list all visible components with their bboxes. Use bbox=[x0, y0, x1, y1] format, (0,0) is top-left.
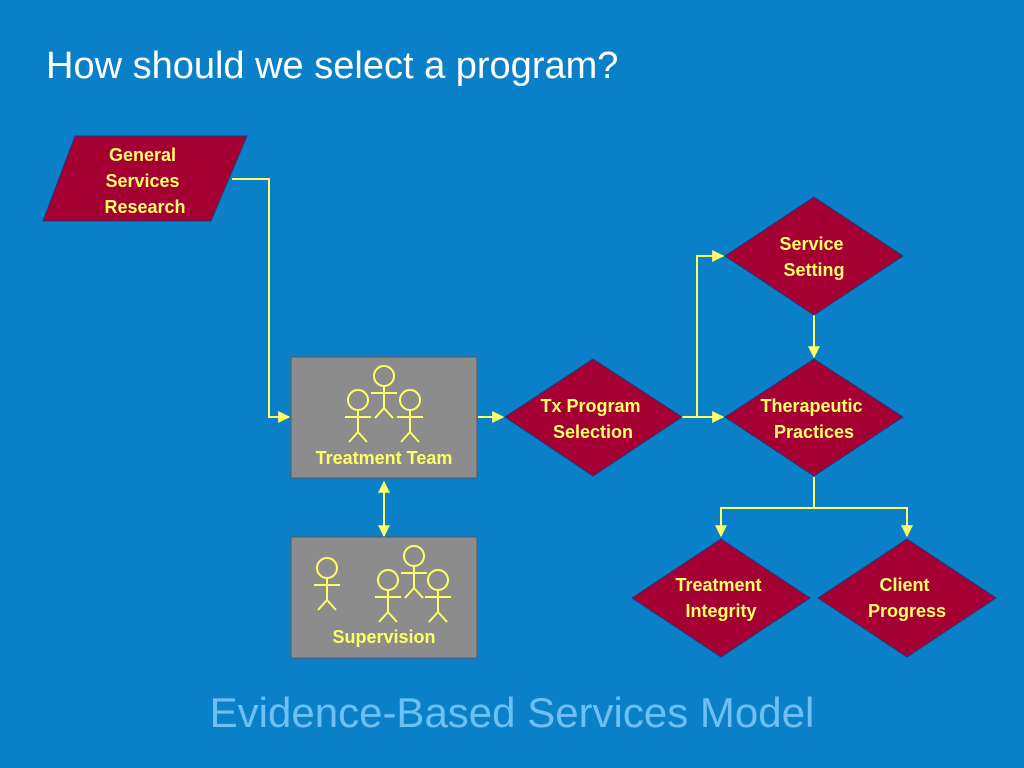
svg-text:Service Setting: Service Setting bbox=[779, 234, 848, 280]
node-treatment-team: Treatment Team bbox=[290, 356, 478, 479]
client-progress-line-1: Client bbox=[879, 575, 929, 595]
svg-text:General Services: General Services Research bbox=[104, 145, 185, 217]
svg-text:Client Progress: Client Progress bbox=[868, 575, 946, 621]
therapeutic-practices-line-1: Therapeutic bbox=[760, 396, 862, 416]
service-setting-line-1: Service bbox=[779, 234, 843, 254]
therapeutic-practices-line-2: Practices bbox=[774, 422, 854, 442]
treatment-team-label: Treatment Team bbox=[316, 448, 453, 468]
node-therapeutic-practices: Therapeutic Practices bbox=[724, 358, 904, 477]
node-treatment-integrity: Treatment Integrity bbox=[631, 538, 811, 658]
people-group-icon bbox=[314, 545, 451, 623]
general-services-research-line-3: Research bbox=[104, 197, 185, 217]
slide-title: How should we select a program? bbox=[46, 45, 619, 87]
service-setting-line-2: Setting bbox=[784, 260, 845, 280]
slide-footer-title: Evidence-Based Services Model bbox=[209, 689, 815, 736]
connector-tx-selection-to-service-setting bbox=[680, 250, 725, 418]
node-service-setting: Service Setting bbox=[724, 196, 904, 316]
connector-practices-to-client-progress bbox=[814, 507, 913, 538]
general-services-research-line-1: General bbox=[109, 145, 176, 165]
treatment-integrity-line-1: Treatment bbox=[675, 575, 761, 595]
node-supervision: Supervision bbox=[290, 536, 478, 659]
node-client-progress: Client Progress bbox=[817, 538, 997, 658]
tx-program-selection-line-2: Selection bbox=[553, 422, 633, 442]
supervision-label: Supervision bbox=[332, 627, 435, 647]
tx-program-selection-line-1: Tx Program bbox=[540, 396, 640, 416]
svg-text:Treatment Integrity: Treatment Integrity bbox=[675, 575, 766, 621]
node-general-services-research: General Services Research bbox=[42, 135, 248, 222]
svg-text:Tx Program Selection: Tx Program Selection bbox=[540, 396, 645, 442]
svg-text:Therapeutic Practices: Therapeutic Practices bbox=[760, 396, 867, 442]
people-group-icon bbox=[345, 365, 423, 443]
client-progress-line-2: Progress bbox=[868, 601, 946, 621]
treatment-integrity-line-2: Integrity bbox=[685, 601, 756, 621]
connector-research-to-team bbox=[232, 178, 291, 423]
node-tx-program-selection: Tx Program Selection bbox=[504, 358, 683, 477]
connector-practices-to-treatment-integrity bbox=[715, 477, 815, 538]
general-services-research-line-2: Services bbox=[105, 171, 179, 191]
